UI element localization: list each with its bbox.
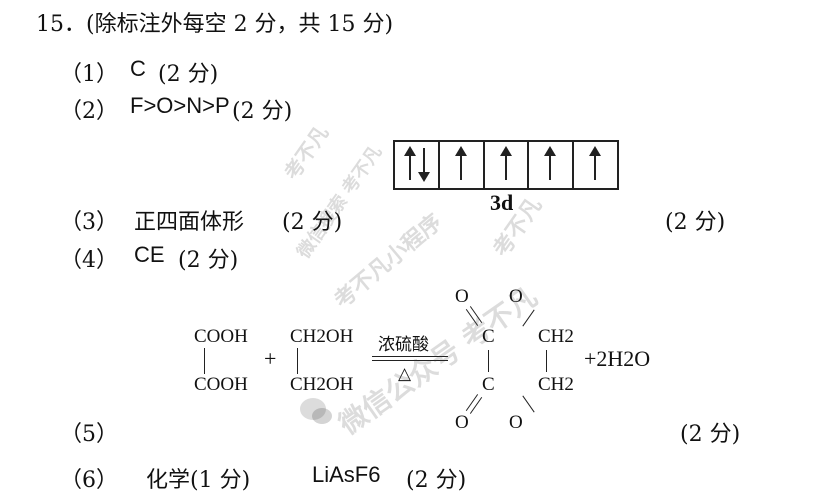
q6-score: (2 分): [406, 468, 467, 493]
ring-ch2: CH2: [538, 326, 574, 347]
reactant1-top: COOH: [194, 326, 248, 347]
q6-answer1: 化学(1 分): [146, 468, 251, 493]
q2-number: （2）: [60, 99, 118, 124]
question-header: 15．(除标注外每空 2 分，共 15 分): [36, 12, 394, 37]
condition-bottom: △: [398, 364, 412, 383]
reactant2-bottom: CH2OH: [290, 374, 354, 395]
q1-number: （1）: [60, 62, 118, 87]
ring-oxygen: O: [455, 412, 469, 433]
ring-carbon: C: [482, 374, 495, 395]
reaction-arrow-line: [372, 356, 448, 357]
orbital-cell: [485, 142, 530, 188]
ring-ch2: CH2: [538, 374, 574, 395]
spin-up-arrow-icon: [454, 146, 467, 180]
reactant2-top: CH2OH: [290, 326, 354, 347]
ring-oxygen: O: [509, 286, 523, 307]
q2-answer: F>O>N>P: [130, 93, 230, 118]
orbital-diagram-3d: [393, 140, 619, 190]
orbital-cell: [440, 142, 485, 188]
bond-line: [522, 395, 535, 413]
q5-number: （5）: [60, 422, 118, 447]
q6-answer2: LiAsF6: [312, 462, 381, 487]
spin-up-arrow-icon: [589, 146, 602, 180]
reactant1-bottom: COOH: [194, 374, 248, 395]
spin-down-arrow-icon: [418, 148, 430, 182]
q4-answer: CE: [134, 242, 165, 267]
ring-carbon: C: [482, 326, 495, 347]
spin-up-arrow-icon: [499, 146, 512, 180]
orbital-cell: [529, 142, 575, 188]
bond-line: [488, 350, 489, 372]
q3-score: (2 分): [282, 210, 343, 235]
orbital-label: 3d: [490, 190, 514, 215]
q4-score: (2 分): [178, 248, 239, 273]
watermark: 考不凡小程序: [329, 209, 448, 314]
spin-up-arrow-icon: [544, 146, 557, 180]
q3-answer: 正四面体形: [134, 210, 245, 235]
condition-top: 浓硫酸: [378, 335, 429, 354]
orbital-cell: [574, 142, 617, 188]
q1-answer: C: [130, 56, 146, 81]
wechat-logo-icon: [300, 398, 332, 424]
double-bond: [465, 394, 483, 414]
bond-line: [297, 348, 298, 374]
q1-score: (2 分): [158, 62, 219, 87]
ring-oxygen: O: [509, 412, 523, 433]
q3-orbital-score: (2 分): [665, 210, 726, 235]
reaction-arrow-line: [372, 360, 448, 361]
bond-line: [204, 348, 205, 374]
spin-up-arrow-icon: [404, 146, 416, 180]
q6-number: （6）: [60, 468, 118, 493]
q5-score: (2 分): [680, 422, 741, 447]
orbital-cell: [395, 142, 440, 188]
plus-sign: +: [264, 346, 277, 371]
product-water: +2H2O: [584, 346, 651, 371]
bond-line: [546, 350, 547, 372]
q2-score: (2 分): [232, 99, 293, 124]
q4-number: （4）: [60, 248, 118, 273]
ring-oxygen: O: [455, 286, 469, 307]
q3-number: （3）: [60, 210, 118, 235]
watermark: 考不凡: [279, 121, 334, 185]
